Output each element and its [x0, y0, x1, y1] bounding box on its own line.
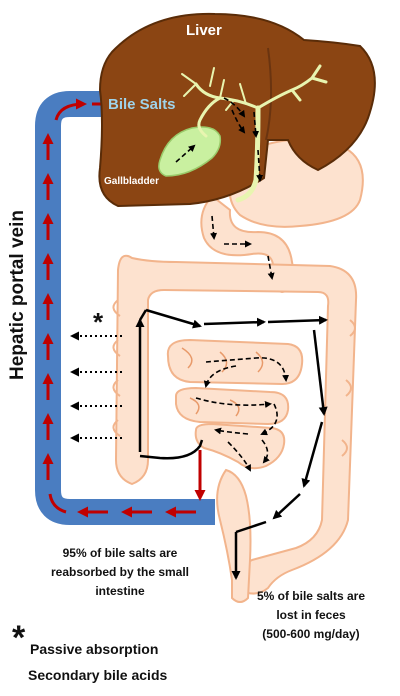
passive-absorption-arrows — [70, 331, 122, 443]
feces-note: 5% of bile salts are lost in feces (500-… — [226, 587, 396, 644]
legend-passive-absorption: Passive absorption — [30, 641, 159, 657]
bile-flow-arrows — [175, 97, 275, 280]
feces-note-line1: 5% of bile salts are — [256, 589, 366, 603]
reabsorbed-note: 95% of bile salts are reabsorbed by the … — [50, 546, 190, 598]
small-intestine-flow — [195, 357, 290, 472]
bile-salts-label: Bile Salts — [108, 96, 176, 113]
liver-label: Liver — [186, 22, 222, 39]
bile-ducts — [181, 64, 328, 203]
gallbladder-label: Gallbladder — [104, 176, 160, 187]
hepatic-portal-vein-label: Hepatic portal vein — [7, 210, 28, 380]
legend-secondary-bile-acids: Secondary bile acids — [28, 667, 168, 683]
feces-note-line2: lost in feces — [276, 608, 346, 622]
vein-flow-arrows — [42, 98, 196, 518]
feces-note-line3: (500-600 mg/day) — [262, 627, 360, 641]
secondary-bile-acids-path — [135, 308, 328, 580]
legend-star-icon: * — [12, 619, 26, 657]
passive-absorption-star: * — [93, 307, 104, 337]
large-intestine — [112, 254, 358, 603]
small-intestine — [166, 338, 304, 470]
